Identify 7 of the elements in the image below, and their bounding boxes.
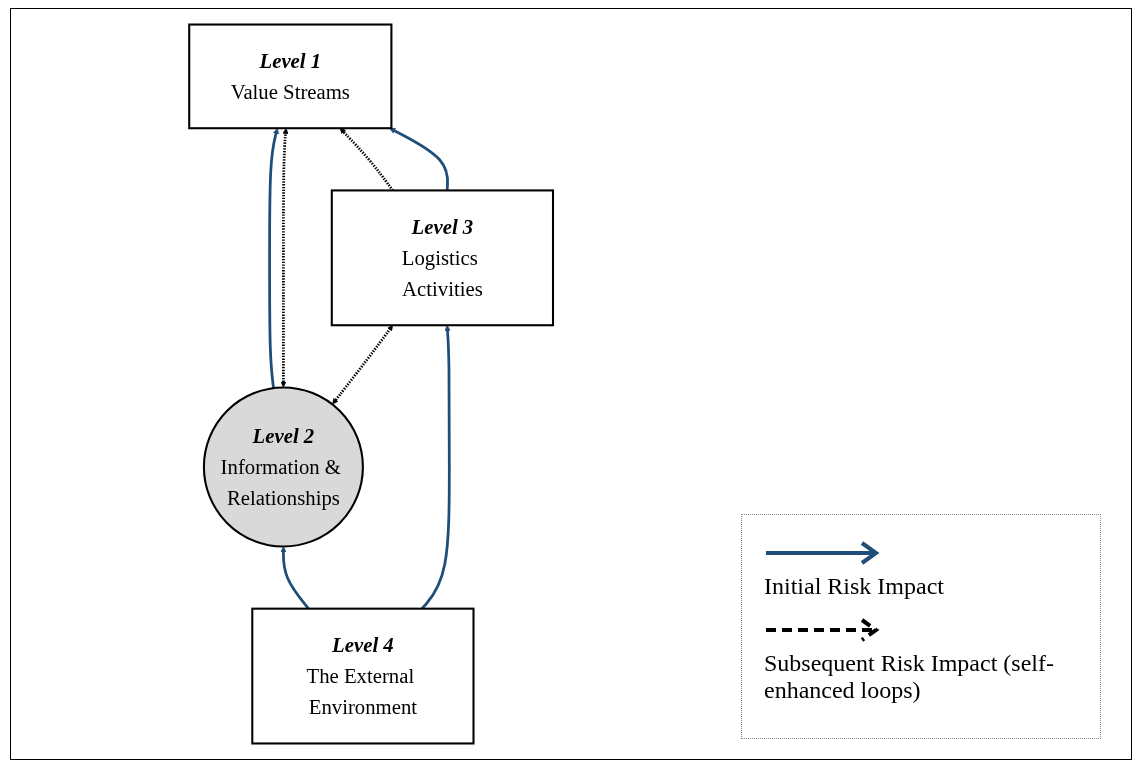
node-circle: Level 2 Information & Relationships xyxy=(202,386,364,548)
legend-text: Initial Risk Impact xyxy=(764,573,944,599)
legend-text: Subsequent Risk Impact (self-enhanced loops) xyxy=(764,650,1054,703)
node-box: Level 4 The External Environment xyxy=(251,607,475,745)
node-box: Level 1 Value Streams xyxy=(188,23,393,130)
node-box: Level 3 Logistics Activities xyxy=(330,189,554,327)
arrow xyxy=(389,127,449,191)
